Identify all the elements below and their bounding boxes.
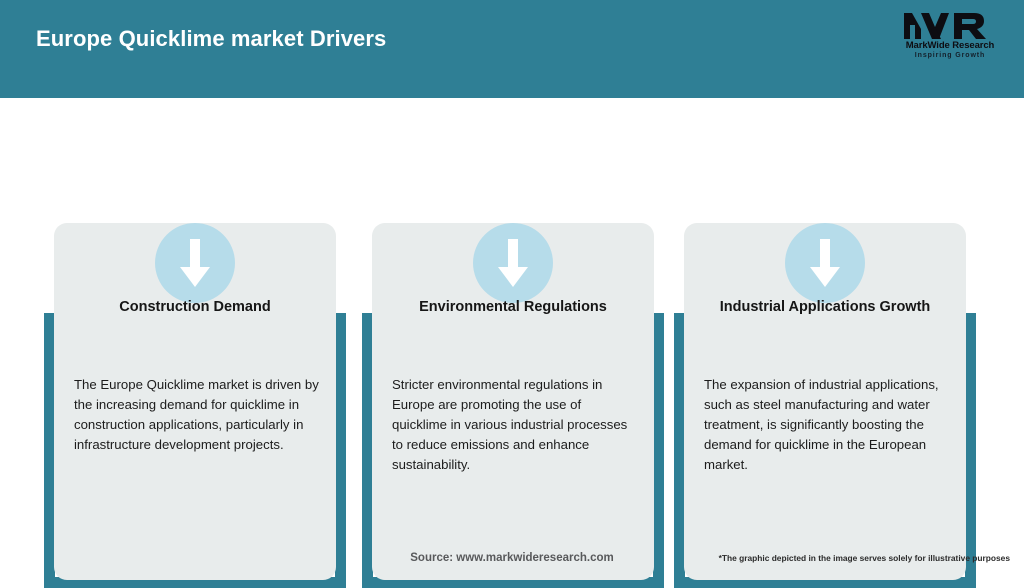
down-arrow-icon: [473, 223, 553, 303]
source-label: Source: www.markwideresearch.com: [410, 552, 614, 564]
mwr-monogram-icon: [894, 10, 1006, 40]
driver-card-body: Stricter environmental regulations in Eu…: [392, 377, 628, 472]
header-bar: Europe Quicklime market Drivers MarkWide…: [0, 0, 1024, 98]
driver-card-body: The expansion of industrial applications…: [704, 377, 939, 472]
page-title: Europe Quicklime market Drivers: [36, 26, 387, 51]
logo-tagline: Inspiring Growth: [914, 52, 986, 59]
driver-card-title: Environmental Regulations: [419, 299, 607, 315]
driver-card-title: Industrial Applications Growth: [719, 299, 931, 315]
disclaimer-label: *The graphic depicted in the image serve…: [718, 553, 1010, 563]
driver-card-body: The Europe Quicklime market is driven by…: [74, 377, 319, 452]
driver-card[interactable]: Industrial Applications Growth The expan…: [684, 223, 966, 580]
down-arrow-icon: [155, 223, 235, 303]
drivers-cards-area: Construction Demand The Europe Quicklime…: [0, 98, 1024, 588]
brand-logo: MarkWide Research Inspiring Growth: [894, 10, 1006, 66]
down-arrow-icon: [785, 223, 865, 303]
driver-card[interactable]: Construction Demand The Europe Quicklime…: [54, 223, 336, 580]
driver-card-title: Construction Demand: [119, 299, 271, 315]
logo-company-name: MarkWide Research: [905, 40, 995, 51]
driver-card[interactable]: Environmental Regulations Stricter envir…: [372, 223, 654, 580]
